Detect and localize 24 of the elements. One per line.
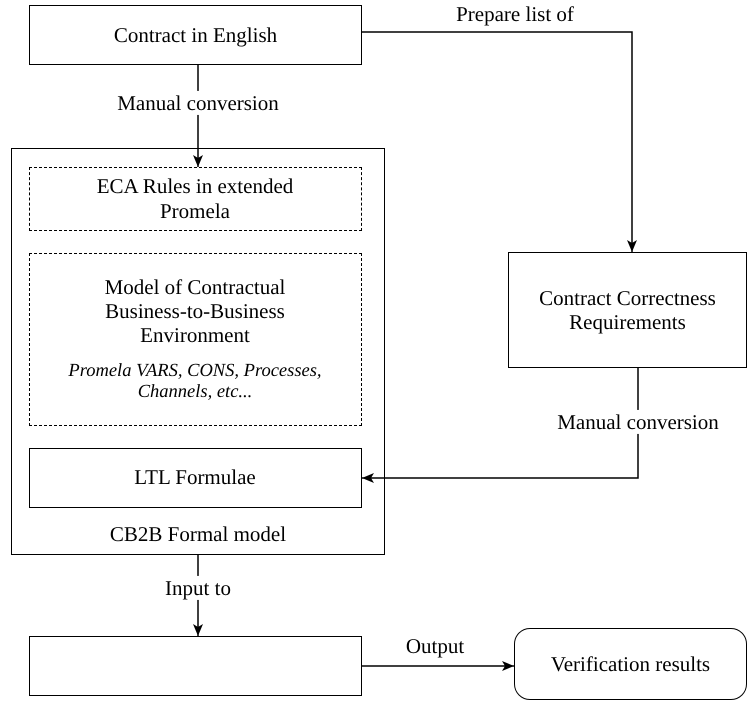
edge-label: Output [404, 634, 466, 658]
dashed-box [28, 166, 362, 230]
edge-label: Manual conversion [115, 90, 281, 116]
box-text: Verification results [550, 652, 712, 676]
arrow [362, 661, 514, 671]
process-box [28, 448, 362, 508]
arrow [362, 31, 637, 252]
container-box [11, 148, 385, 555]
process-box [508, 252, 747, 368]
process-box [29, 5, 362, 65]
dashed-box [28, 252, 362, 426]
box-note: Promela VARS, CONS, Processes, Channels, etc... [67, 360, 323, 404]
box-text: Model of Contractual Business-to-Business Environment [104, 274, 286, 347]
terminal-box [514, 628, 747, 700]
process-box [29, 636, 362, 696]
box-text: Contract in English [112, 22, 278, 48]
arrow [362, 368, 639, 483]
edge-label: Manual conversion [555, 410, 721, 434]
box-text: ECA Rules in extended Promela [96, 174, 294, 223]
box-text: LTL Formulae [133, 465, 257, 490]
box-title: CB2B Formal model [108, 522, 288, 546]
box-text: Contract Correctness Requirements [538, 286, 717, 334]
edge-label: Input to [163, 576, 233, 600]
edge-label: Prepare list of [455, 2, 575, 26]
